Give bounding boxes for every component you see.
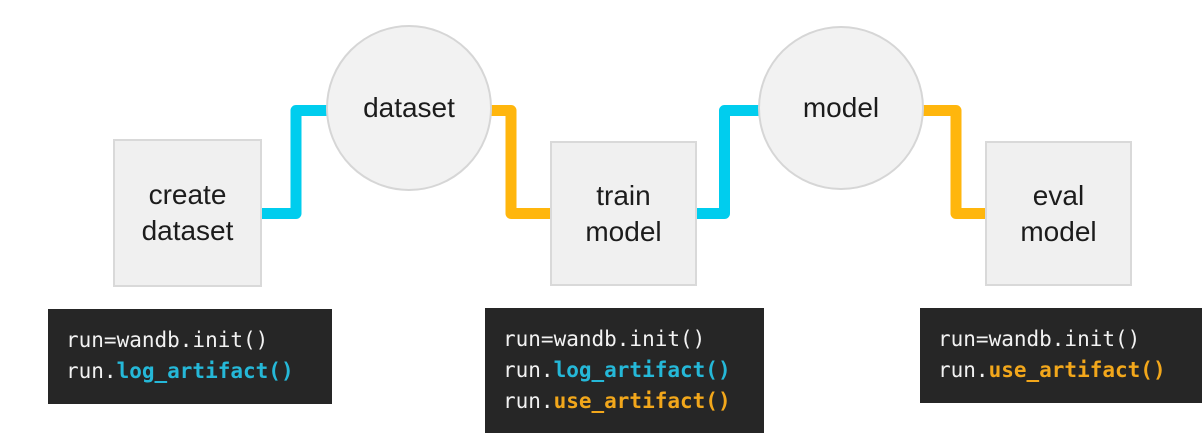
- code-text: run.: [66, 359, 117, 383]
- step-label-eval-model: eval model: [1020, 179, 1097, 247]
- connector-log-model-line: [694, 105, 762, 219]
- artifact-label-dataset: dataset: [363, 92, 455, 124]
- code-text: run.: [503, 358, 554, 382]
- code-text: run.: [938, 358, 989, 382]
- code-text: run=wandb.init(): [938, 327, 1141, 351]
- connector-use-dataset-line: [488, 105, 553, 219]
- code-line: run.use_artifact(): [503, 386, 746, 417]
- code-snippet-create-dataset: run=wandb.init() run.log_artifact(): [48, 309, 332, 404]
- step-box-eval-model: eval model: [985, 141, 1132, 286]
- code-line: run=wandb.init(): [938, 324, 1184, 355]
- code-text: run.: [503, 389, 554, 413]
- artifact-label-model: model: [802, 92, 880, 124]
- log-artifact-call: log_artifact(): [553, 358, 731, 382]
- step-label-create-dataset: create dataset: [141, 179, 234, 246]
- code-snippet-train-model: run=wandb.init() run.log_artifact() run.…: [485, 308, 764, 433]
- code-text: run=wandb.init(): [66, 328, 269, 352]
- connector-log-dataset-line: [260, 105, 331, 219]
- artifact-node-dataset: dataset: [326, 25, 492, 191]
- artifact-node-model: model: [758, 26, 924, 190]
- step-label-train-model: train model: [585, 179, 662, 247]
- code-line: run=wandb.init(): [503, 324, 746, 355]
- code-snippet-eval-model: run=wandb.init() run.use_artifact(): [920, 308, 1202, 403]
- code-line: run.use_artifact(): [938, 355, 1184, 386]
- code-text: run=wandb.init(): [503, 327, 706, 351]
- code-line: run=wandb.init(): [66, 325, 314, 356]
- step-box-create-dataset: create dataset: [113, 139, 262, 287]
- use-artifact-call: use_artifact(): [553, 389, 731, 413]
- connector-use-model-line: [920, 105, 988, 219]
- use-artifact-call: use_artifact(): [988, 358, 1166, 382]
- code-line: run.log_artifact(): [503, 355, 746, 386]
- step-box-train-model: train model: [550, 141, 697, 286]
- code-line: run.log_artifact(): [66, 356, 314, 387]
- log-artifact-call: log_artifact(): [116, 359, 294, 383]
